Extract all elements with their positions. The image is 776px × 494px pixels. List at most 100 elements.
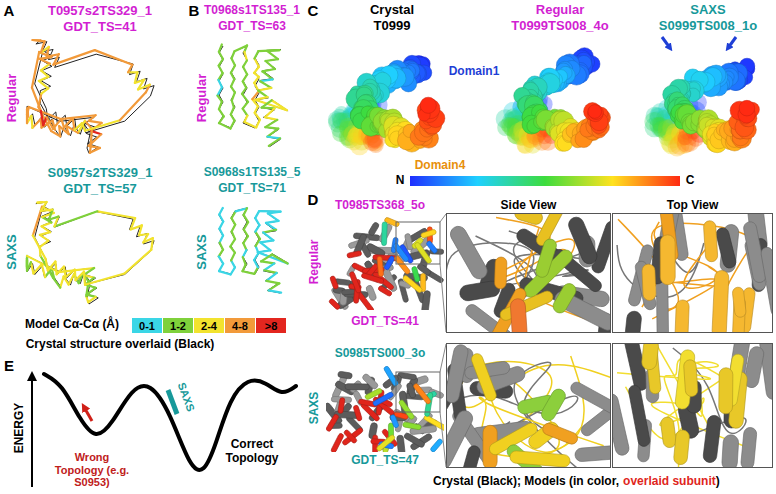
model-helix: [534, 237, 558, 278]
model-helix: [732, 287, 747, 318]
crystal-trace: [27, 202, 154, 304]
model-segment: [85, 273, 124, 284]
crystal-helix: [448, 223, 490, 281]
model-segment: [266, 273, 276, 281]
model-segment: [218, 73, 222, 80]
model-segment: [219, 59, 223, 66]
crystal-helix: [624, 311, 642, 333]
model-segment: [53, 278, 60, 288]
inset-border: [613, 344, 773, 468]
pointer-arrow: [662, 37, 670, 48]
surface-model: [644, 58, 759, 156]
model-segment: [231, 260, 235, 267]
model-segment: [254, 77, 259, 83]
energy-axis: [31, 376, 33, 487]
model-segment: [254, 267, 258, 273]
model-helix: [402, 422, 421, 430]
model-segment: [41, 70, 48, 76]
crystal-helix: [368, 221, 380, 236]
model-name: T0999TS008_4o: [511, 19, 609, 34]
legend-swatch: 1-2: [163, 318, 193, 333]
model-segment: [260, 79, 273, 81]
model-name: S0957s2TS329_1: [48, 166, 153, 181]
protein-trace: [217, 44, 288, 146]
model-segment: [262, 69, 275, 71]
model-segment: [131, 218, 135, 229]
row-label: SAXS: [308, 392, 322, 425]
cartoon-cluster: [328, 217, 444, 310]
model-segment: [82, 123, 85, 131]
model-segment: [46, 259, 48, 271]
model-segment: [264, 263, 274, 270]
model-segment: [128, 65, 132, 73]
model-segment: [268, 213, 279, 221]
model-helix: [402, 275, 423, 294]
model-segment: [33, 235, 46, 258]
model-helix: [426, 240, 438, 254]
model-helix: [660, 235, 675, 285]
model-segment: [124, 250, 151, 274]
model-helix: [641, 343, 659, 371]
model-name: T0968s1TS135_1: [204, 4, 300, 18]
model-segment: [39, 77, 49, 81]
model-segment: [254, 67, 259, 73]
model-segment: [243, 257, 246, 264]
model-segment: [219, 250, 223, 257]
model-segment: [244, 229, 248, 236]
column-label: Crystal: [370, 3, 414, 18]
model-segment: [261, 255, 272, 262]
view-panel: Side View: [446, 213, 611, 333]
model-segment: [231, 66, 235, 73]
crystal-helix: [575, 444, 611, 462]
crystal-helix: [459, 444, 481, 468]
model-segment: [33, 39, 41, 42]
model-segment: [255, 211, 259, 218]
model-segment: [51, 131, 60, 136]
model-segment: [272, 255, 288, 264]
model-segment: [244, 215, 249, 222]
model-helix: [381, 222, 387, 246]
model-helix: [642, 264, 656, 301]
legend-swatch: >8: [256, 318, 286, 333]
panel-letter: A: [4, 2, 15, 19]
model-segment: [219, 116, 224, 123]
model-helix: [390, 414, 400, 428]
legend-swatch: 4-8: [225, 318, 255, 333]
model-segment: [262, 100, 272, 107]
score-label: GDT_TS=71: [218, 182, 286, 196]
crystal-helix: [337, 371, 352, 379]
model-helix: [364, 388, 382, 401]
model-segment: [230, 121, 234, 129]
model-segment: [48, 262, 56, 271]
model-segment: [26, 256, 28, 267]
model-segment: [232, 92, 235, 100]
row-label: SAXS: [195, 234, 210, 269]
model-helix: [509, 450, 570, 467]
model-segment: [263, 230, 276, 233]
zoom-leader: [440, 344, 446, 372]
model-segment: [244, 222, 248, 229]
score-label: GDT_TS=41: [351, 315, 419, 329]
model-segment: [27, 107, 29, 115]
model-segment: [38, 107, 51, 131]
surface-model: [328, 55, 445, 155]
model-segment: [267, 51, 278, 59]
model-segment: [97, 211, 135, 218]
model-helix: [510, 298, 528, 333]
panel-letter: E: [4, 357, 14, 374]
domain-label: Domain1: [447, 65, 502, 79]
model-segment: [260, 240, 273, 242]
model-segment: [33, 40, 45, 41]
model-segment: [135, 72, 138, 83]
model-segment: [42, 226, 51, 232]
model-segment: [267, 137, 280, 139]
model-helix: [660, 416, 677, 448]
model-segment: [217, 87, 222, 95]
model-segment: [265, 127, 278, 128]
zoom-frame: [396, 372, 440, 412]
zoom-inset: [612, 213, 773, 333]
model-segment: [37, 201, 42, 204]
model-segment: [261, 261, 274, 263]
colorbar-end: N: [396, 174, 405, 188]
model-helix: [414, 241, 432, 264]
